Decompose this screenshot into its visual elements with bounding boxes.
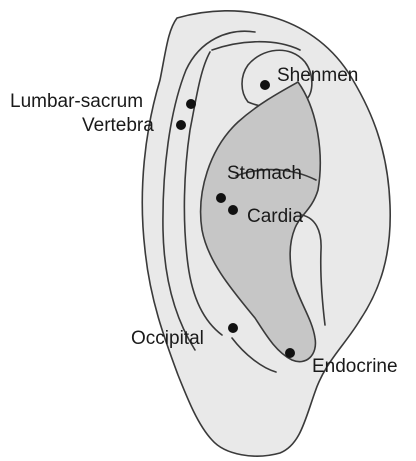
stomach-point [216, 193, 226, 203]
occipital-label: Occipital [131, 328, 204, 349]
shenmen-point [260, 80, 270, 90]
shenmen-label: Shenmen [277, 65, 358, 86]
stomach-label: Stomach [227, 163, 302, 184]
cardia-label: Cardia [247, 206, 303, 227]
endocrine-point [285, 348, 295, 358]
vertebra-label: Vertebra [82, 115, 154, 136]
lumbar-sacrum-label: Lumbar-sacrum [10, 91, 143, 112]
lumbar-sacrum-point [186, 99, 196, 109]
vertebra-point [176, 120, 186, 130]
endocrine-label: Endocrine [312, 356, 398, 377]
cardia-point [228, 205, 238, 215]
occipital-point [228, 323, 238, 333]
